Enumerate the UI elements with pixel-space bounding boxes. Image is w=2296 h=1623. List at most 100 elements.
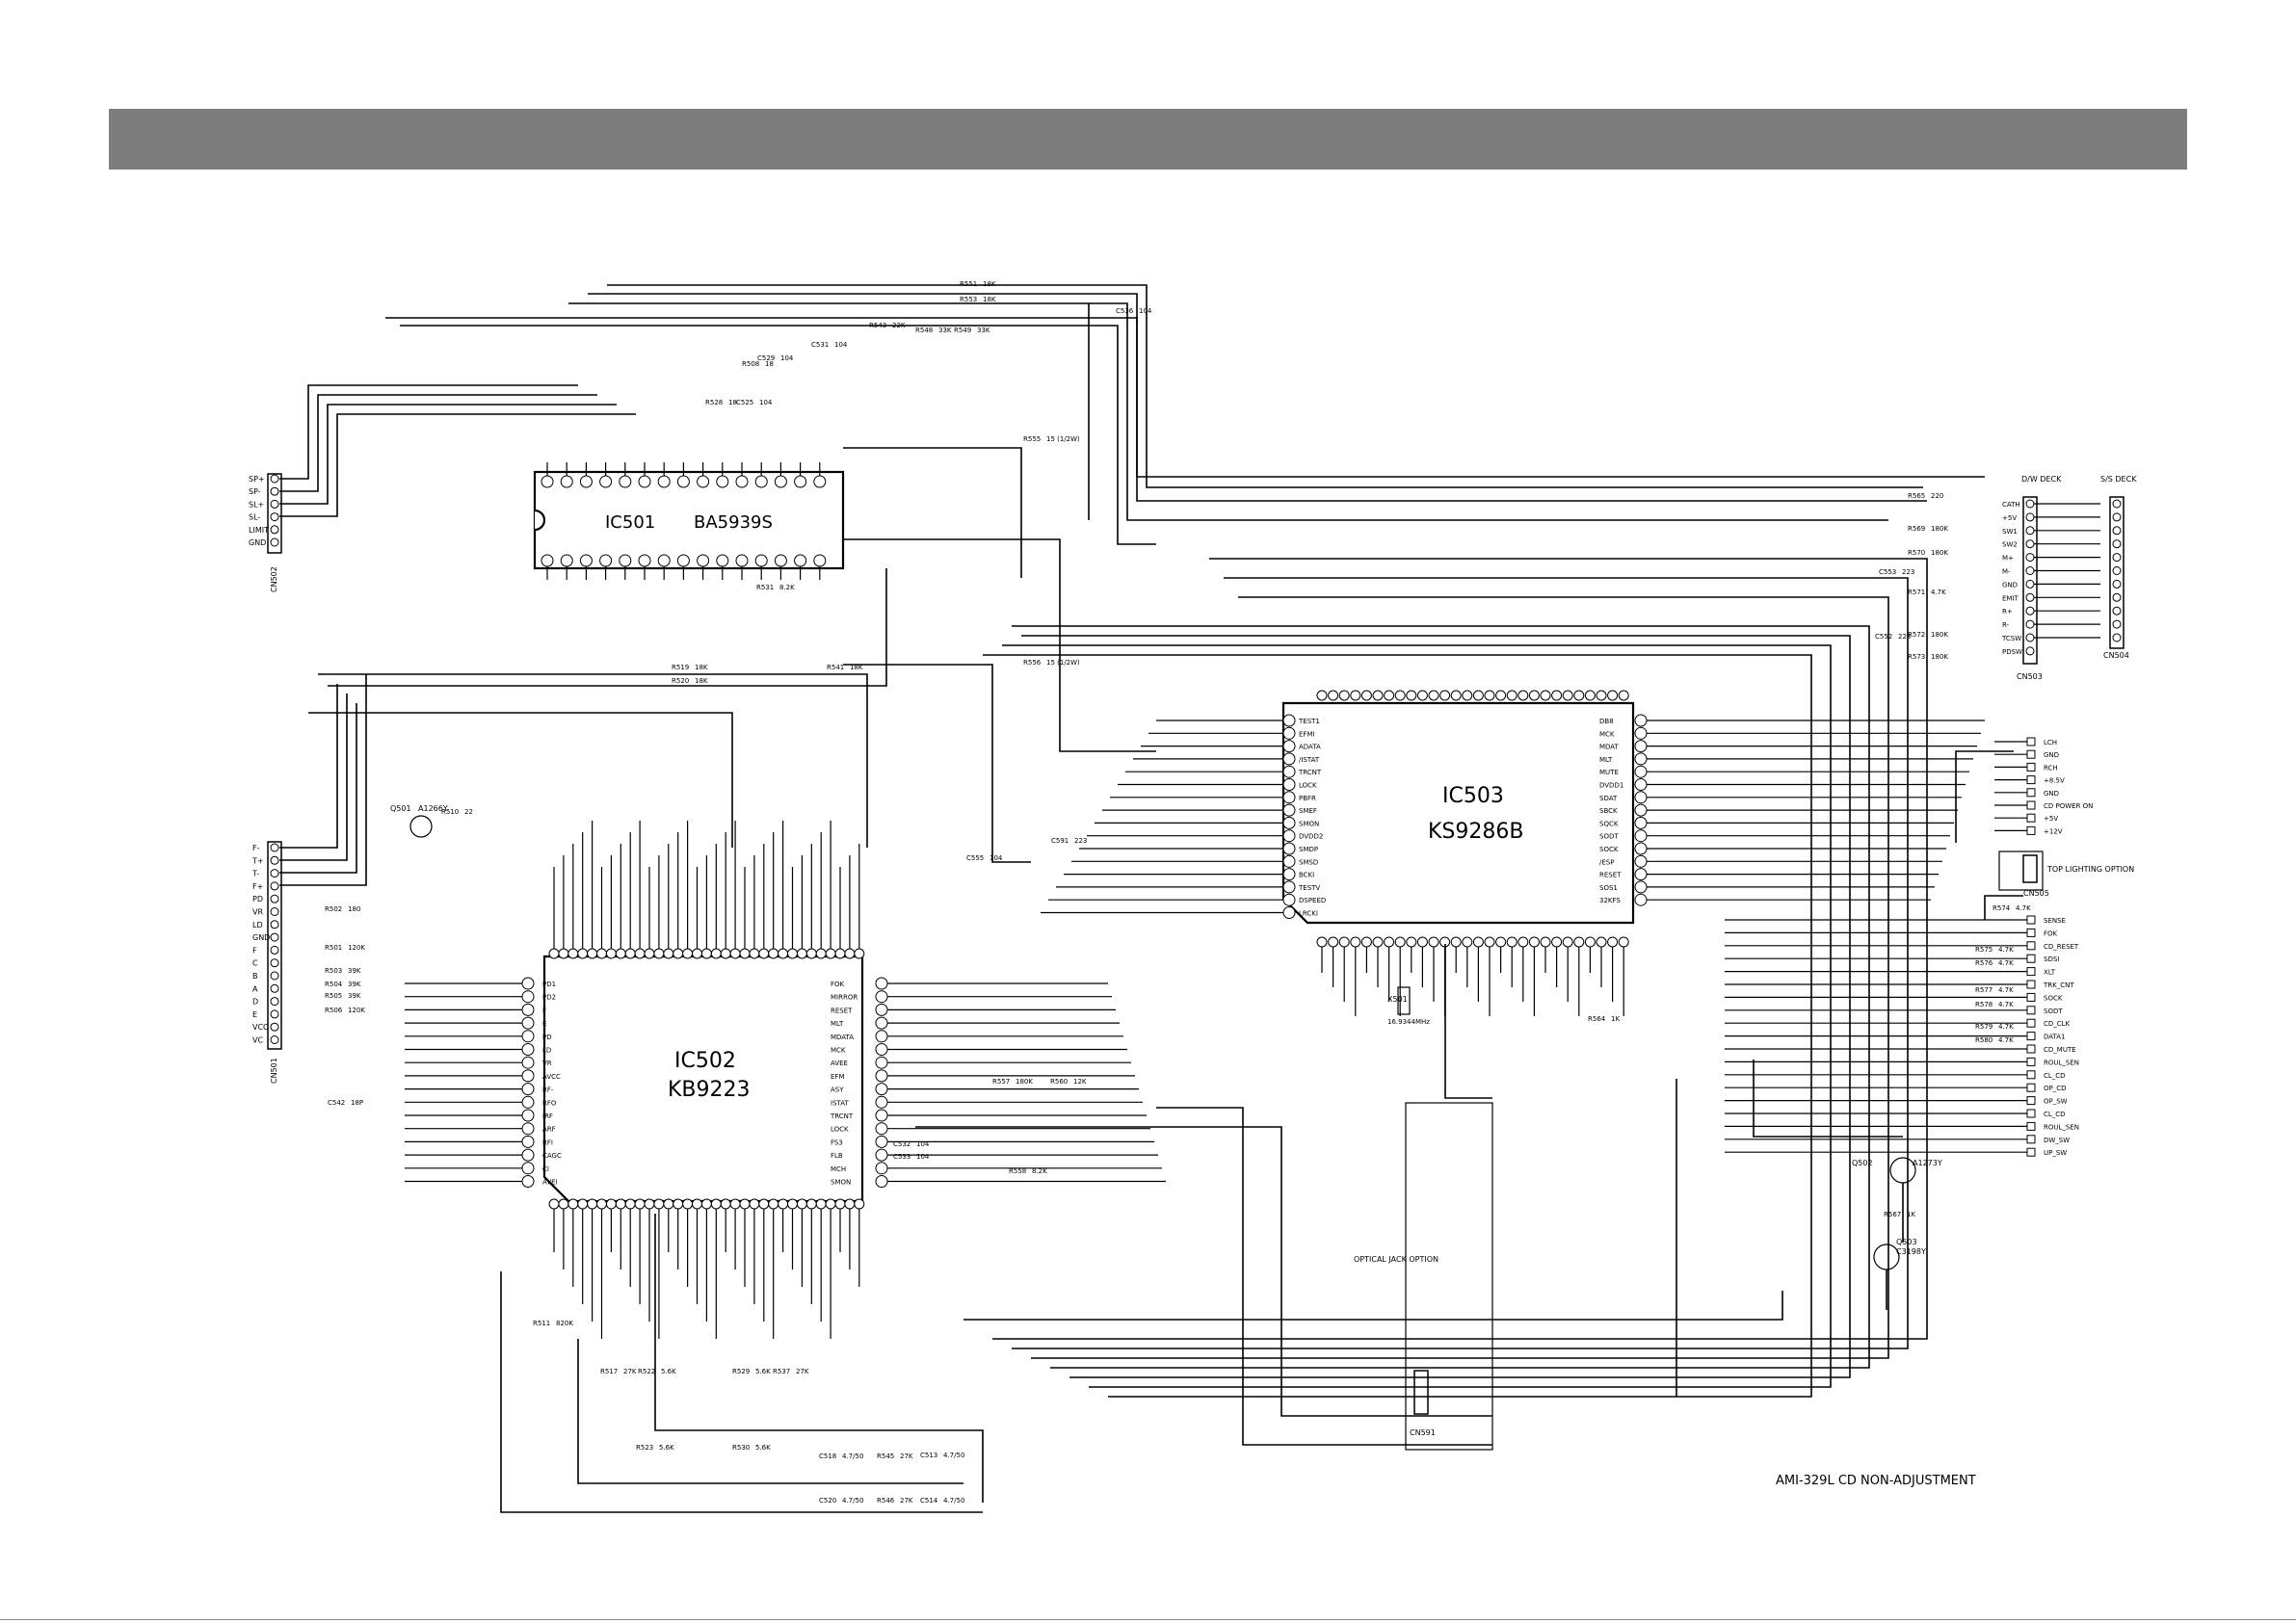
cn501-pin-label: T- [251,870,259,878]
ic502-pin [663,948,674,959]
component-ref: R569 [1908,525,1925,533]
component-value: 1K [1611,1015,1620,1023]
ic503-pin-label: DB8 [1599,718,1614,725]
cn503-pin [2025,499,2035,509]
ic502-pin [787,948,798,959]
ic502-pin [587,948,598,959]
ic503-pin [1540,690,1551,701]
cn504-pin [2112,633,2122,642]
cn503-pin-label: SW2 [2002,541,2018,549]
component-ref: R511 [533,1320,550,1327]
wire-run [1031,596,1889,1359]
ic503-pin [1634,752,1648,766]
wire-run [654,1214,984,1503]
ic501-pin [541,475,554,488]
ic503-pin [1282,842,1296,855]
right-signal-label: CD_RESET [2044,943,2079,951]
right-signal-label: ROUL_SEN [2044,1059,2079,1066]
ic502-pin [673,1198,684,1210]
ic502-pin-label: RESET [831,1007,853,1014]
ic503-pin [1562,936,1573,948]
cn503-pin-label: SW1 [2002,528,2018,536]
component-value: 4.7K [1931,589,1946,596]
ic503-pin-label: /ISTAT [1299,756,1320,764]
cn591-ref: CN591 [1410,1428,1436,1437]
component-ref: R503 [325,967,342,975]
ic503-pin [1634,842,1648,855]
ic502-pin [710,1198,722,1210]
cn501-pin [270,881,279,891]
x501-value: 16.9344MHz [1387,1018,1430,1026]
ic503-pin [1634,868,1648,881]
ic502-pin [521,1122,535,1136]
cn501-pin-label: T+ [251,856,264,865]
connector-cn501: CN501 [267,841,282,1084]
component-value: 223 [1074,837,1087,845]
ic502-pin [521,990,535,1004]
cn501-pin-label: F+ [252,882,263,891]
wire-run [1012,625,1870,1369]
component-ref: C542 [328,1099,345,1107]
ic503-pin [1282,714,1296,727]
ic502-pin [596,948,607,959]
ic502-pin [720,948,731,959]
component-value: 4.7/50 [842,1497,863,1505]
cn501-pin [270,920,279,929]
right-signal-label: RCH [2044,764,2058,772]
cn504-pin [2112,526,2122,536]
cn503-pin-label: M+ [2002,555,2014,563]
ic502-pin [521,1030,535,1043]
cn501-pin [270,958,279,968]
ic501-pin [560,554,573,567]
ic503-pin [1634,765,1648,778]
ic503-pin-label: BCKI [1299,872,1314,879]
component-ref: R578 [1975,1001,1993,1008]
component-value: 220 [1931,492,1943,500]
ic502-pin [875,1016,888,1030]
ic503-pin-label: TESTV [1298,884,1320,892]
ic502-pin [587,1198,598,1210]
component-ref: C533 [893,1153,910,1161]
ic502-pin [682,948,694,959]
right-signal-labels-lower: SENSEFOKCD_RESETSDSIXLTTRK_CNTSOCKSODTCD… [2043,917,2079,1157]
cn501-pin [270,894,279,903]
ic502-pin [805,1198,817,1210]
component-value: 33K [938,327,952,334]
right-signal-label: GND [2044,751,2059,759]
ic502-pin-label: MIRROR [831,994,858,1002]
signal-terminal [2026,992,2036,1002]
right-signal-label: OP_SW [2044,1098,2068,1106]
component-value: 4.7K [2016,904,2031,912]
ic502-pin [521,1016,535,1030]
component-value: 5.6K [661,1368,676,1375]
component-value: 223 [1898,633,1911,641]
component-value: 4.7K [1998,946,2014,954]
ic503-pin-label: DVDD2 [1299,833,1323,841]
signal-terminal [2026,775,2036,785]
component-ref: R506 [325,1007,343,1014]
ic502-pin [875,977,888,990]
ic502-pin [834,948,846,959]
component-ref: R505 [325,992,342,1000]
right-signal-label: CL_CD [2044,1072,2066,1080]
ic503-pin-label: SMDP [1299,846,1318,853]
ic502-pin [577,948,589,959]
ic502-pin-label: PD [542,1034,552,1041]
wire-run [607,284,1923,488]
ic503-pin-label: DVDD1 [1599,782,1623,790]
ic503-pin-label: SQCK [1599,820,1619,827]
ic502-pin [605,1198,617,1210]
component-ref: R537 [773,1368,790,1375]
component-value: 104 [1139,307,1152,315]
component-value: 4.7/50 [943,1452,964,1459]
cn502-pin [270,474,279,484]
ic503-pin-label: SBCK [1599,807,1618,815]
